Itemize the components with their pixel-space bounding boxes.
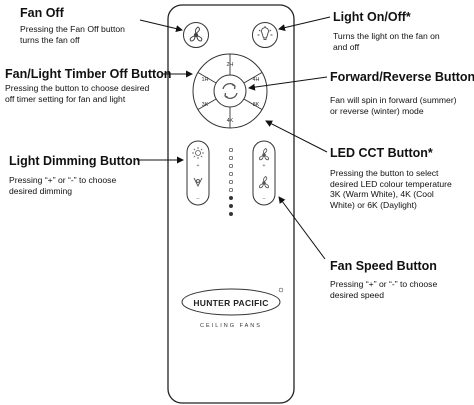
arrow-led-cct <box>265 120 328 153</box>
fan-icon <box>189 26 203 42</box>
timer-desc: Pressing the button to choose desired of… <box>5 83 150 104</box>
fan-speed-title: Fan Speed Button <box>330 259 437 273</box>
timer-segment-8k[interactable]: 8K <box>253 102 260 108</box>
timer-segment-1h[interactable]: 1H <box>201 77 208 83</box>
dimming-title: Light Dimming Button <box>9 154 141 168</box>
led-cct-desc: Pressing the button to select desired LE… <box>330 168 452 210</box>
dimming-desc: Pressing “+” or “-” to choose desired di… <box>9 175 117 196</box>
brand-subtitle: CEILING FANS <box>200 323 262 329</box>
forward-reverse-title: Forward/Reverse Button <box>330 70 474 84</box>
led-indicator-dots <box>228 147 234 217</box>
fan-off-desc: Pressing the Fan Off button turns the fa… <box>20 24 125 45</box>
reverse-arrows-icon <box>222 83 238 99</box>
timer-ring: 2H 4H 8K 4K 3K 1H <box>192 53 268 129</box>
forward-reverse-button[interactable] <box>213 74 247 108</box>
led-cct-title: LED CCT Button* <box>330 146 433 160</box>
timer-segment-4h[interactable]: 4H <box>252 77 259 83</box>
forward-reverse-desc: Fan will spin in forward (summer) or rev… <box>330 95 457 116</box>
timer-title: Fan/Light Timber Off Button <box>5 67 172 81</box>
arrow-fan-off <box>139 19 183 33</box>
fan-off-button[interactable] <box>183 22 209 48</box>
fan-high-icon <box>259 148 269 161</box>
light-bright-icon <box>192 147 204 159</box>
light-onoff-title: Light On/Off* <box>333 10 411 24</box>
brand-name: HUNTER PACIFIC <box>193 298 268 308</box>
light-onoff-button[interactable] <box>252 22 278 48</box>
timer-segment-3k[interactable]: 3K <box>202 102 209 108</box>
light-onoff-desc: Turns the light on the fan on and off <box>333 31 440 52</box>
light-bulb-icon <box>257 26 273 40</box>
light-dim-icon <box>193 177 203 188</box>
speed-plus-label: + <box>263 163 266 169</box>
arrow-forward-reverse <box>248 76 328 91</box>
arrow-light-onoff <box>278 16 331 32</box>
arrow-fan-speed <box>278 196 326 260</box>
fan-speed-button[interactable]: + – <box>252 140 276 206</box>
timer-segment-2h[interactable]: 2H <box>226 62 233 68</box>
fan-speed-desc: Pressing “+” or “-” to choose desired sp… <box>330 279 438 300</box>
timer-segment-4k[interactable]: 4K <box>227 118 234 124</box>
dimming-minus-label: – <box>197 196 200 202</box>
light-dimming-button[interactable]: + – <box>186 140 210 206</box>
fan-off-title: Fan Off <box>20 6 64 20</box>
hunter-pacific-logo: HUNTER PACIFIC CEILING FANS <box>181 287 284 329</box>
fan-low-icon <box>259 176 269 189</box>
speed-minus-label: – <box>263 196 266 202</box>
dimming-plus-label: + <box>197 163 200 169</box>
